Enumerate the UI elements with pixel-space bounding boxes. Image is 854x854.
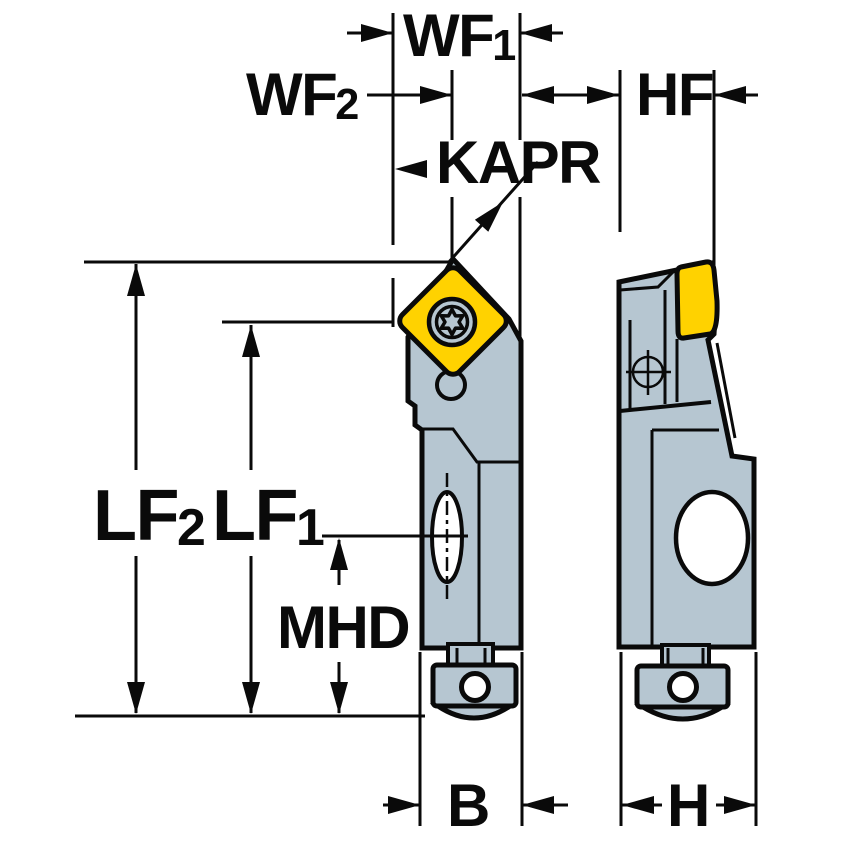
- b-ext-lines: [418, 652, 524, 826]
- label-h-main: H: [667, 772, 710, 839]
- label-b: B: [447, 776, 490, 836]
- mhd-arrowhead-down: [330, 682, 348, 714]
- label-wf1-sub: 1: [492, 21, 516, 70]
- side-screw-neck-lines: [666, 648, 705, 666]
- crosshair-icon: [626, 350, 671, 395]
- label-hf: HF: [636, 65, 714, 125]
- label-lf2: LF2: [93, 480, 206, 553]
- h-arrowhead-left: [622, 796, 654, 814]
- label-wf2: WF2: [246, 65, 359, 127]
- lf2-arrowhead-down: [127, 682, 145, 714]
- h-arrowhead-right: [724, 796, 756, 814]
- label-wf2-sub: 2: [335, 80, 359, 129]
- torx-screw-icon: [426, 296, 478, 348]
- wf2-arrowhead-right: [522, 86, 554, 104]
- lf2-arrowhead-up: [127, 264, 145, 296]
- front-screw-hole: [459, 671, 491, 703]
- label-lf1-main: LF: [212, 476, 298, 556]
- side-body-facet-lines: [619, 269, 737, 645]
- label-hf-main: HF: [636, 61, 714, 128]
- side-oval-hole: [673, 489, 751, 587]
- label-wf1: WF1: [403, 6, 516, 68]
- torx-star: [439, 307, 465, 337]
- h-ext-lines: [619, 652, 758, 826]
- side-body-divide-line: [619, 400, 712, 413]
- torx-inner-ring: [434, 304, 470, 340]
- lf1-arrowhead-up: [242, 325, 260, 357]
- b-arrowhead-left: [388, 796, 420, 814]
- label-b-main: B: [447, 772, 490, 839]
- lf1-arrowhead-down: [242, 682, 260, 714]
- label-kapr: KAPR: [436, 133, 602, 193]
- label-wf1-main: WF: [403, 2, 495, 69]
- insert-side: [674, 259, 720, 341]
- front-screw-dome: [429, 703, 519, 721]
- hf-arrowhead-right: [714, 86, 746, 104]
- label-h: H: [667, 776, 710, 836]
- front-view: [397, 254, 524, 721]
- front-body-facet-lines: [422, 427, 520, 647]
- side-view: [616, 259, 757, 722]
- label-mhd-main: MHD: [277, 594, 411, 661]
- label-lf2-main: LF: [93, 476, 179, 556]
- label-lf1-sub: 1: [295, 497, 325, 556]
- front-screw-neck-lines: [455, 648, 487, 665]
- hf-arrowhead-left: [587, 86, 619, 104]
- mhd-arrowhead-up: [330, 538, 348, 570]
- dimension-lines: [75, 13, 758, 826]
- label-kapr-main: KAPR: [436, 129, 602, 196]
- wf2-arrowhead: [420, 86, 452, 104]
- wf1-arrowhead-right: [520, 24, 552, 42]
- side-screw-dome: [633, 704, 731, 722]
- label-lf2-sub: 2: [176, 497, 206, 556]
- kapr-arrowhead-left: [395, 160, 427, 178]
- b-arrowhead-right: [522, 796, 554, 814]
- label-mhd: MHD: [277, 598, 411, 658]
- side-screw-hole: [667, 671, 699, 703]
- label-wf2-main: WF: [246, 61, 338, 128]
- label-lf1: LF1: [212, 480, 325, 553]
- wf1-arrowhead-left: [361, 24, 393, 42]
